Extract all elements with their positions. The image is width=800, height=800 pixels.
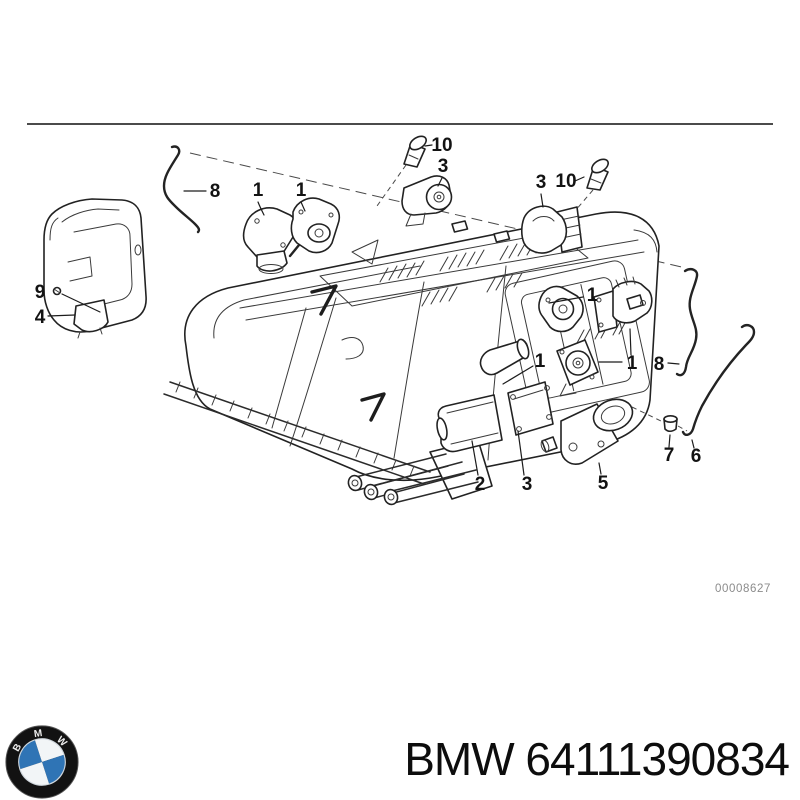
heater-pipes	[347, 453, 479, 506]
cone-clip-part	[586, 158, 609, 191]
actuator-part	[288, 197, 341, 258]
actuator-part	[401, 175, 453, 227]
clip-guide-line	[574, 189, 594, 212]
callout-1-e: 1	[627, 353, 638, 374]
callout-1-d: 1	[535, 351, 546, 372]
callout-2: 2	[475, 474, 486, 495]
callout-6: 6	[691, 446, 702, 467]
air-duct-part	[436, 394, 503, 453]
bmw-logo: B M W	[5, 725, 79, 799]
rod-guide-line	[631, 406, 688, 432]
callout-10-top: 10	[431, 135, 452, 156]
cover-shell-part	[520, 205, 583, 254]
callout-1-a: 1	[253, 180, 264, 201]
callout-5: 5	[598, 473, 609, 494]
part-number: 64111390834	[525, 733, 790, 785]
callout-leaders	[47, 144, 695, 476]
lever-bracket-part	[540, 398, 634, 465]
actuator-part	[538, 285, 584, 333]
callout-8-right: 8	[654, 354, 665, 375]
connecting-rod	[681, 324, 756, 437]
nut-part	[663, 414, 678, 433]
callout-1-c: 1	[587, 285, 598, 306]
brand-name: BMW	[404, 733, 514, 785]
diagram-id: 00008627	[715, 583, 771, 595]
callout-1-b: 1	[296, 180, 307, 201]
side-cover-part	[43, 198, 147, 339]
callout-10-right: 10	[555, 171, 576, 192]
bmw-logo-letter-b: B	[11, 742, 24, 754]
mount-plate-part	[507, 381, 554, 436]
screw-part	[52, 286, 62, 296]
top-divider	[27, 123, 773, 125]
bmw-logo-letter-m: M	[33, 728, 43, 740]
callout-3-right: 3	[536, 172, 547, 193]
actuator-part	[242, 207, 297, 274]
cone-clip-part	[403, 135, 427, 168]
bmw-logo-quadrants	[18, 738, 66, 786]
operating-rod-left	[162, 145, 201, 234]
callout-9: 9	[35, 282, 46, 303]
callout-3-top: 3	[438, 156, 449, 177]
actuator-part	[593, 276, 653, 333]
actuator-part	[556, 339, 599, 397]
callout-4: 4	[35, 307, 46, 328]
air-funnel-part	[479, 338, 530, 376]
callout-8-left: 8	[210, 181, 221, 202]
part-number-line: BMW 64111390834	[404, 733, 790, 785]
callout-7: 7	[664, 445, 675, 466]
callout-3-bottom: 3	[522, 474, 533, 495]
exploded-parts-drawing: 8 1 1 10 3 3 10 9 4 1 1 1 8 2 3 5 7 6	[35, 135, 756, 506]
operating-rod-right	[675, 268, 699, 377]
